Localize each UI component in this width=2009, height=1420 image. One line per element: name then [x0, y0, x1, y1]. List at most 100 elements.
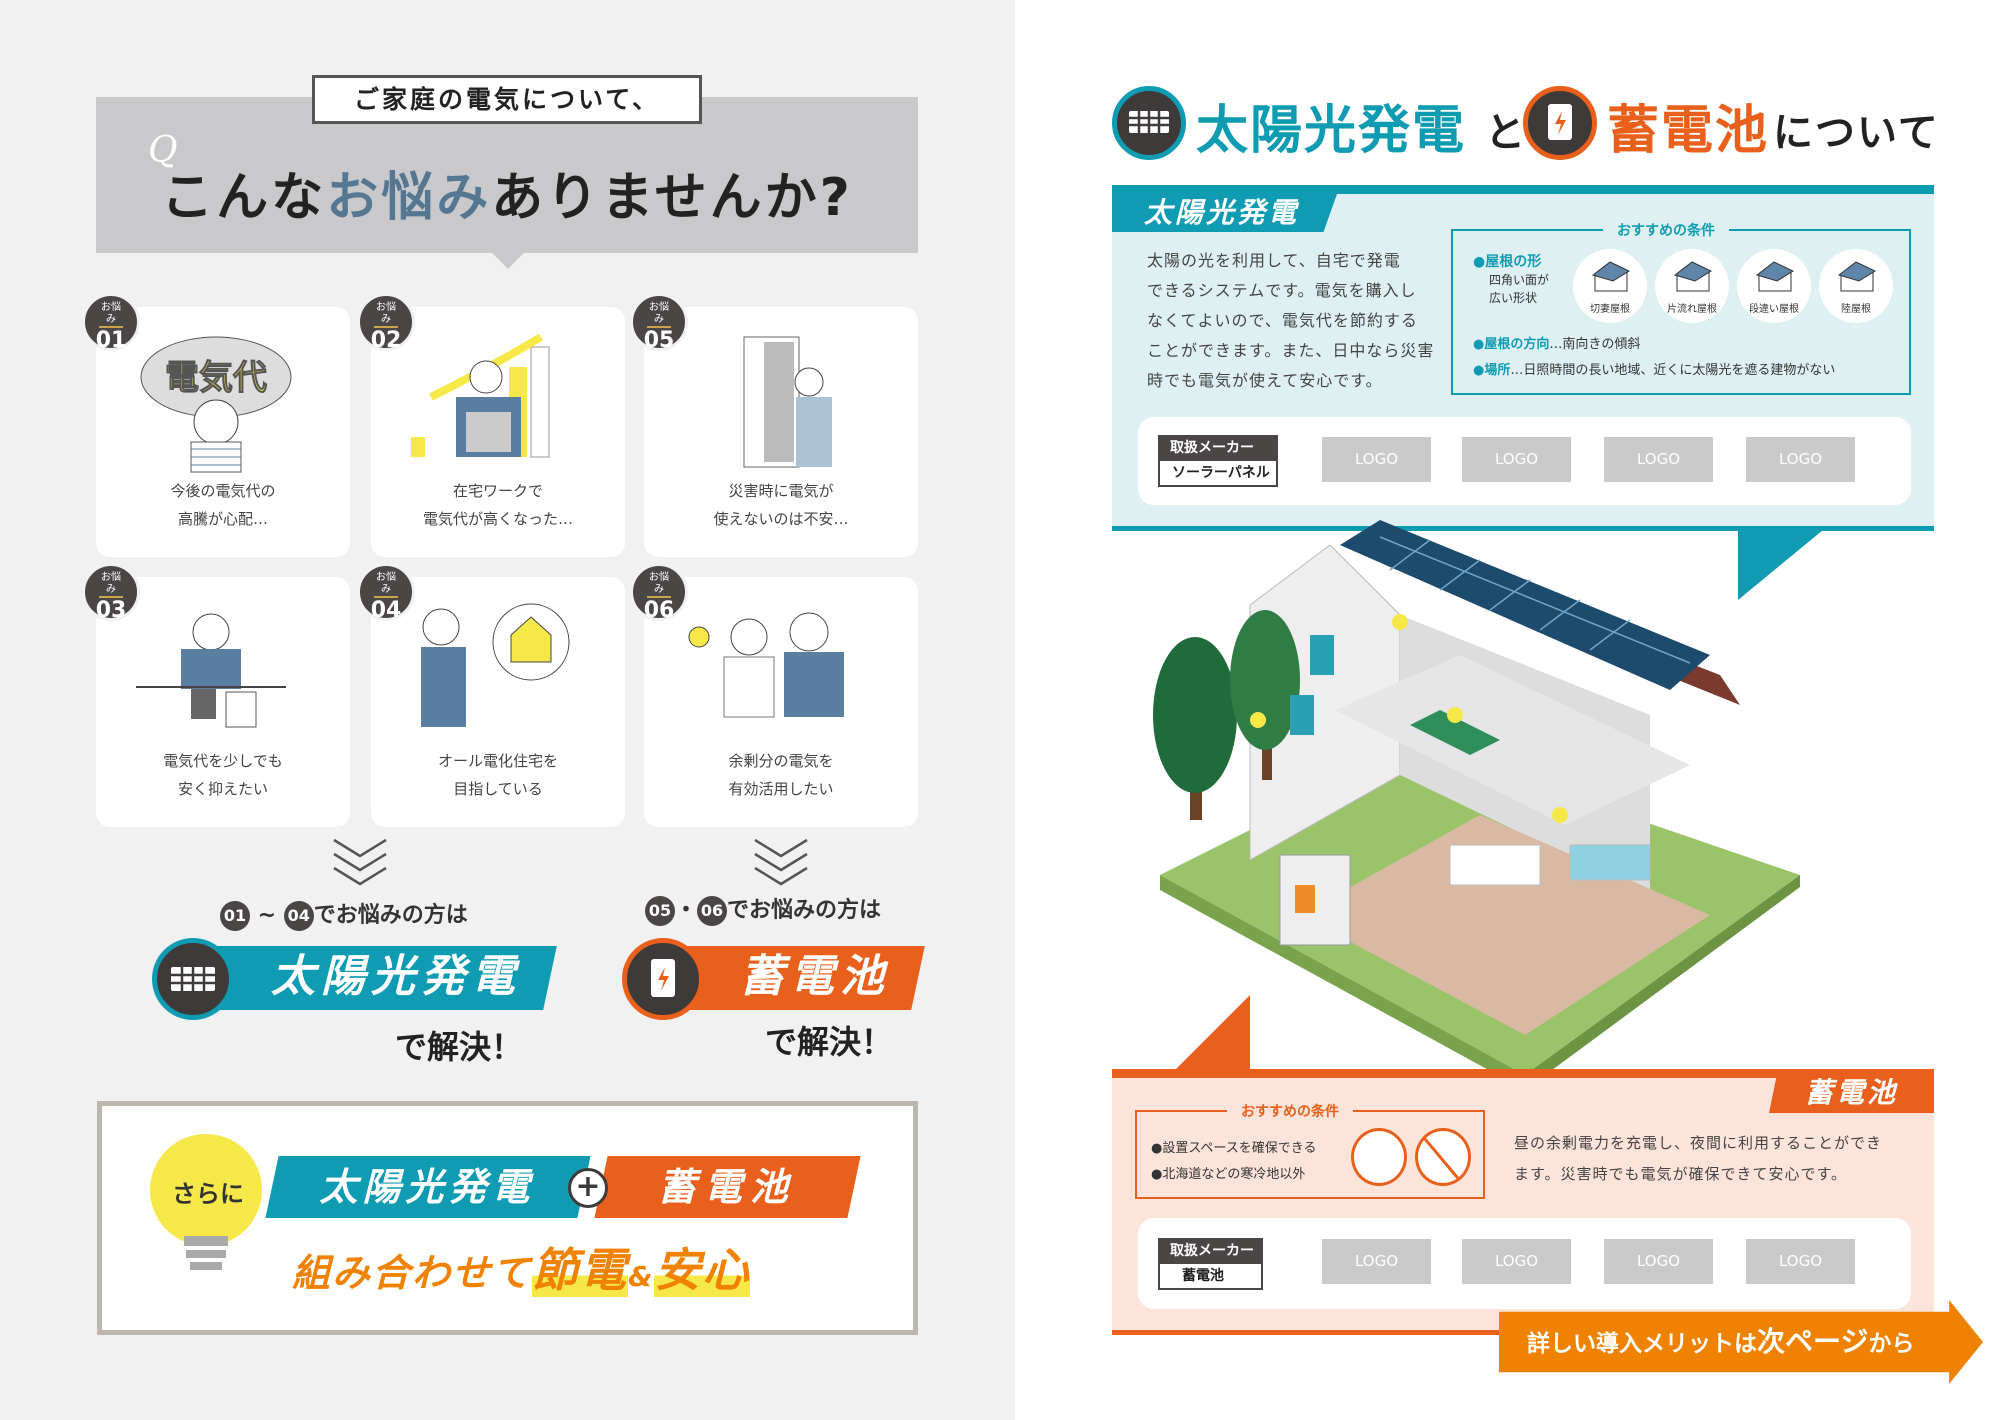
roof-desc-line: 広い形状: [1489, 291, 1538, 305]
conditions-title: おすすめの条件: [1227, 1101, 1353, 1121]
separator: ~: [257, 903, 277, 928]
combo-tagline: 組み合わせて節電&安心: [292, 1234, 751, 1300]
desc-line: 昼の余剰電力を充電し、夜間に利用することができ: [1514, 1134, 1883, 1152]
maker-logo[interactable]: LOGO: [1462, 437, 1571, 482]
next-b: 次ページ: [1757, 1325, 1869, 1358]
plus-icon: +: [568, 1168, 608, 1208]
roof-type-label: 段違い屋根: [1749, 304, 1799, 315]
badge-prefix: お悩み: [99, 302, 123, 328]
roof-type-label: 切妻屋根: [1590, 304, 1630, 315]
desc-line: できるシステムです。電気を購入し: [1147, 281, 1417, 300]
roof-type-icon: 段違い屋根: [1737, 249, 1811, 323]
house-roof-icon: [1755, 261, 1795, 292]
worry-line: 電気代が高くなった…: [422, 510, 573, 528]
roof-type-icon: 陸屋根: [1819, 249, 1893, 323]
worry-text: オール電化住宅を目指している: [371, 747, 625, 803]
badge-number: 04: [370, 598, 402, 623]
svg-text:電気代: 電気代: [165, 358, 267, 398]
maker-logo[interactable]: LOGO: [1462, 1239, 1571, 1284]
battery-pointer: [1175, 995, 1250, 1070]
maker-logo[interactable]: LOGO: [1322, 1239, 1431, 1284]
worry-illustration: 電気代: [140, 336, 292, 473]
header-label: ご家庭の電気について、: [312, 75, 702, 124]
tagline-d: 安心: [654, 1243, 751, 1297]
solar-panel-icon: [152, 938, 234, 1020]
worry-line: オール電化住宅を: [437, 752, 558, 770]
worry-illustration: [688, 612, 844, 718]
next-page-text: 詳しい導入メリットは次ページから: [1527, 1316, 1914, 1370]
worry-line: 目指している: [453, 780, 543, 798]
num-badge: 04: [283, 901, 314, 931]
maker-logo[interactable]: LOGO: [1604, 1239, 1713, 1284]
solar-conditions-box: おすすめの条件 ●屋根の形 四角い面が広い形状 切妻屋根片流れ屋根段違い屋根陸屋…: [1451, 220, 1911, 395]
space-icon: [1351, 1128, 1407, 1186]
battery-conditions-box: おすすめの条件 ●設置スペースを確保できる●北海道などの寒冷地以外: [1135, 1101, 1485, 1199]
worry-card-05: 災害時に電気が使えないのは不安…: [644, 307, 918, 557]
title-emphasis: お悩み: [326, 168, 492, 228]
solar-description: 太陽の光を利用して、自宅で発電できるシステムです。電気を購入しなくてよいので、電…: [1147, 246, 1437, 396]
worry-card-02: 在宅ワークで電気代が高くなった…: [371, 307, 625, 557]
roof-type-icon: 片流れ屋根: [1655, 249, 1729, 323]
maker-logo[interactable]: LOGO: [1604, 437, 1713, 482]
house-roof-icon: [1591, 261, 1631, 292]
maker-label: 取扱メーカー: [1158, 1238, 1263, 1264]
solar-panel-icon: [1112, 86, 1186, 160]
worry-text: 余剰分の電気を有効活用したい: [644, 747, 918, 803]
worry-illustration: [411, 333, 550, 458]
worry-text: 在宅ワークで電気代が高くなった…: [371, 477, 625, 533]
maker-type: 蓄電池: [1158, 1264, 1263, 1290]
tagline-a: 組み合わせて: [292, 1251, 533, 1295]
next-a: 詳しい導入メリットは: [1527, 1331, 1757, 1357]
worry-card-01: 電気代今後の電気代の高騰が心配…: [96, 307, 350, 557]
maker-logo[interactable]: LOGO: [1322, 437, 1431, 482]
worry-card-03: 電気代を少しでも安く抑えたい: [96, 577, 350, 827]
solar-tab: 太陽光発電: [1112, 194, 1337, 232]
worry-text: 今後の電気代の高騰が心配…: [96, 477, 350, 533]
solar-makers-panel: 取扱メーカーソーラーパネル LOGO LOGO LOGO LOGO: [1138, 417, 1911, 505]
combo-box: さらに 太陽光発電 蓄電池 + 組み合わせて節電&安心: [97, 1101, 918, 1335]
desc-line: なくてよいので、電気代を節約する: [1147, 311, 1418, 330]
lightbulb-icon: [146, 1130, 266, 1270]
next-page-link[interactable]: 詳しい導入メリットは次ページから: [1499, 1300, 1983, 1384]
worry-line: 使えないのは不安…: [713, 510, 849, 528]
badge-prefix: お悩み: [374, 302, 398, 328]
badge-number: 03: [95, 598, 127, 623]
worry-card-06: 余剰分の電気を有効活用したい: [644, 577, 918, 827]
battery-banner-text: 蓄電池: [740, 951, 890, 1002]
desc-line: ます。災害時でも電気が確保できて安心です。: [1514, 1165, 1848, 1183]
num-badge: 01: [220, 901, 250, 931]
battery-banner: 蓄電池: [622, 938, 925, 1020]
condition-item: ●設置スペースを確保できる: [1151, 1141, 1317, 1156]
worry-line: 余剰分の電気を: [728, 752, 834, 770]
separator: ・: [675, 898, 698, 923]
worry-text: 災害時に電気が使えないのは不安…: [644, 477, 918, 533]
roof-shape-desc: 四角い面が広い形状: [1489, 271, 1549, 307]
left-page: ご家庭の電気について、 Q こんなお悩みありませんか? 電気代今後の電気代の高騰…: [0, 0, 1015, 1420]
worry-line: 今後の電気代の: [170, 482, 276, 500]
maker-tag: 取扱メーカーソーラーパネル: [1158, 435, 1278, 487]
conditions-title: おすすめの条件: [1603, 220, 1729, 240]
title-about: について: [1773, 110, 1940, 156]
worry-card-04: オール電化住宅を目指している: [371, 577, 625, 827]
worry-line: 電気代を少しでも: [163, 752, 283, 770]
maker-logo[interactable]: LOGO: [1746, 437, 1855, 482]
title-and: と: [1485, 110, 1525, 156]
roof-desc-line: 四角い面が: [1489, 273, 1550, 287]
combo-battery-text: 蓄電池: [657, 1165, 796, 1209]
battery-icon: [622, 938, 704, 1020]
worry-line: 災害時に電気が: [728, 482, 834, 500]
battery-tab-text: 蓄電池: [1804, 1076, 1898, 1109]
maker-logo[interactable]: LOGO: [1746, 1239, 1855, 1284]
place: ●場所…日照時間の長い地域、近くに太陽光を遮る建物がない: [1473, 359, 1835, 378]
solar-pointer: [1738, 530, 1823, 600]
battery-icon: [1523, 86, 1597, 160]
badge-prefix: お悩み: [647, 302, 671, 328]
solar-banner: 太陽光発電: [152, 938, 557, 1020]
badge-prefix: お悩み: [647, 572, 671, 598]
roof-type-label: 陸屋根: [1841, 304, 1871, 315]
title-post: ありませんか?: [491, 168, 853, 228]
desc-line: 太陽の光を利用して、自宅で発電: [1147, 251, 1401, 270]
chevron-down-icon: [333, 838, 387, 886]
badge-prefix: お悩み: [374, 572, 398, 598]
